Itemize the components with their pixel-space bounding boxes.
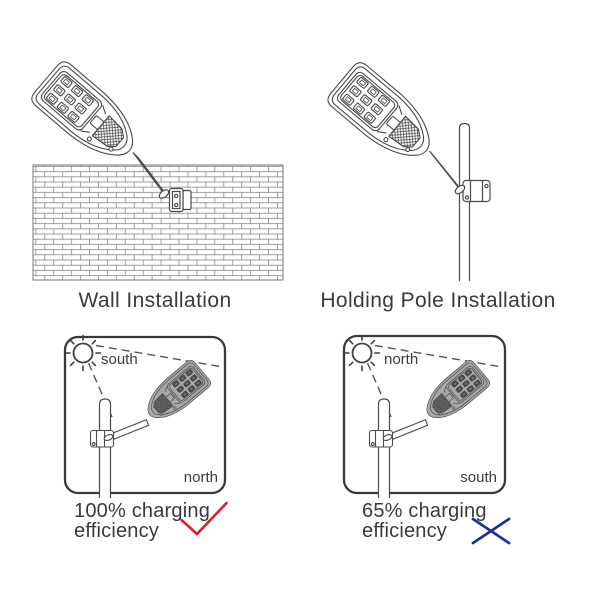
pole [98,398,112,498]
opposite-direction-label-wrong: south [460,469,497,486]
pole-bracket [368,429,394,448]
sun-direction-label-wrong: north [384,351,419,368]
wall-bracket [158,187,192,213]
wall-installation-figure [27,57,284,281]
pole-installation-title: Holding Pole Installation [320,289,556,312]
sun-icon [343,334,381,372]
efficiency-line1: 65% charging [362,500,487,522]
efficiency-text-correct: 100% charging efficiency [74,501,210,541]
opposite-direction-label-correct: north [183,469,218,486]
pole [377,398,391,498]
wall-installation-title: Wall Installation [78,289,232,312]
pole-bracket [454,179,491,203]
pole-installation-figure [324,58,491,281]
efficiency-text-wrong: 65% charging efficiency [362,501,487,541]
wrong-orientation-panel [342,334,507,498]
efficiency-line1: 100% charging [74,500,211,522]
efficiency-line2: efficiency [74,520,160,542]
street-lamp [324,58,445,172]
cross-icon [471,517,511,545]
lamp-arm [429,150,464,193]
correct-orientation-panel [63,334,227,498]
brick-wall [32,164,284,281]
street-lamp [27,57,148,172]
efficiency-line2: efficiency [362,520,448,542]
sun-icon [64,334,102,372]
check-icon [180,501,228,536]
dashed-sun-rays [366,344,503,418]
sun-direction-label-correct: south [101,351,138,368]
pole-bracket [89,429,115,448]
pole [458,122,471,281]
